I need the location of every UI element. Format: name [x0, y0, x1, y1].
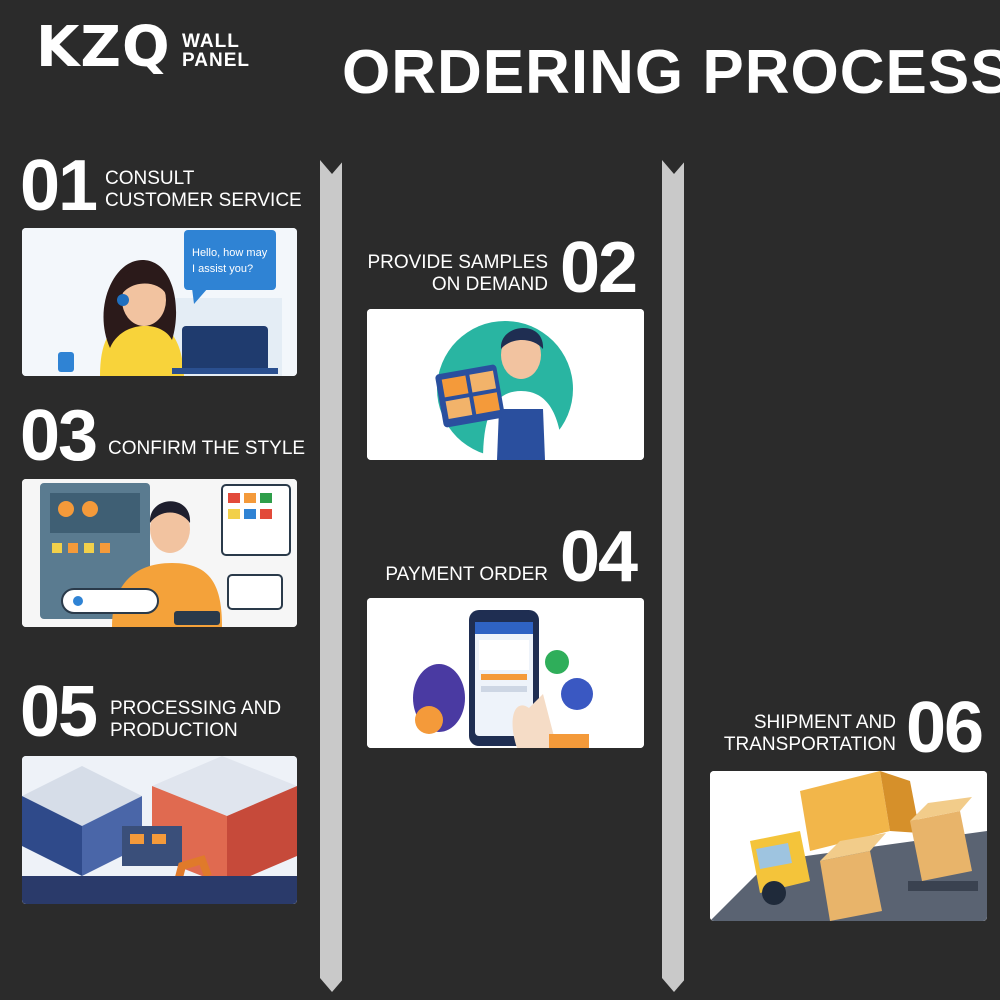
brand-logo-text: WALL PANEL [182, 32, 250, 70]
step-06-card [710, 771, 987, 921]
payment-illustration [367, 598, 644, 748]
page-title: ORDERING PROCESS [342, 38, 1000, 107]
style-selection-illustration [22, 479, 297, 627]
step-03-label: CONFIRM THE STYLE [108, 438, 306, 459]
customer-service-illustration: Hello, how may I assist you? [22, 228, 297, 376]
samples-illustration [367, 309, 644, 460]
step-04-card [367, 598, 644, 748]
step-05-card [22, 756, 297, 904]
brand-line-1: WALL [182, 31, 240, 52]
brand-logo-mark: KZQ [36, 15, 171, 80]
left-timeline-rail [320, 160, 342, 992]
step-02-card [367, 309, 644, 460]
step-02-number: 02 [560, 228, 638, 308]
brand-line-2: PANEL [182, 50, 250, 71]
step-04-number: 04 [560, 517, 638, 597]
factory-production-illustration [22, 756, 297, 904]
shipping-truck-illustration [710, 771, 987, 921]
step-02-label: PROVIDE SAMPLES ON DEMAND [367, 252, 548, 295]
step-04-label: PAYMENT ORDER [385, 564, 548, 585]
step-03-card [22, 479, 297, 627]
step-01-label: CONSULT CUSTOMER SERVICE [105, 168, 302, 211]
step-06-number: 06 [906, 688, 984, 768]
right-timeline-rail [662, 160, 684, 992]
chat-bubble-line-1: Hello, how may [192, 247, 268, 259]
step-01-card: Hello, how may I assist you? [22, 228, 297, 376]
step-06-label: SHIPMENT AND TRANSPORTATION [723, 712, 896, 755]
step-01-number: 01 [20, 146, 98, 226]
step-05-number: 05 [20, 672, 98, 752]
chat-bubble-line-2: I assist you? [192, 263, 253, 275]
step-03-number: 03 [20, 396, 98, 476]
step-05-label: PROCESSING AND PRODUCTION [110, 698, 282, 741]
